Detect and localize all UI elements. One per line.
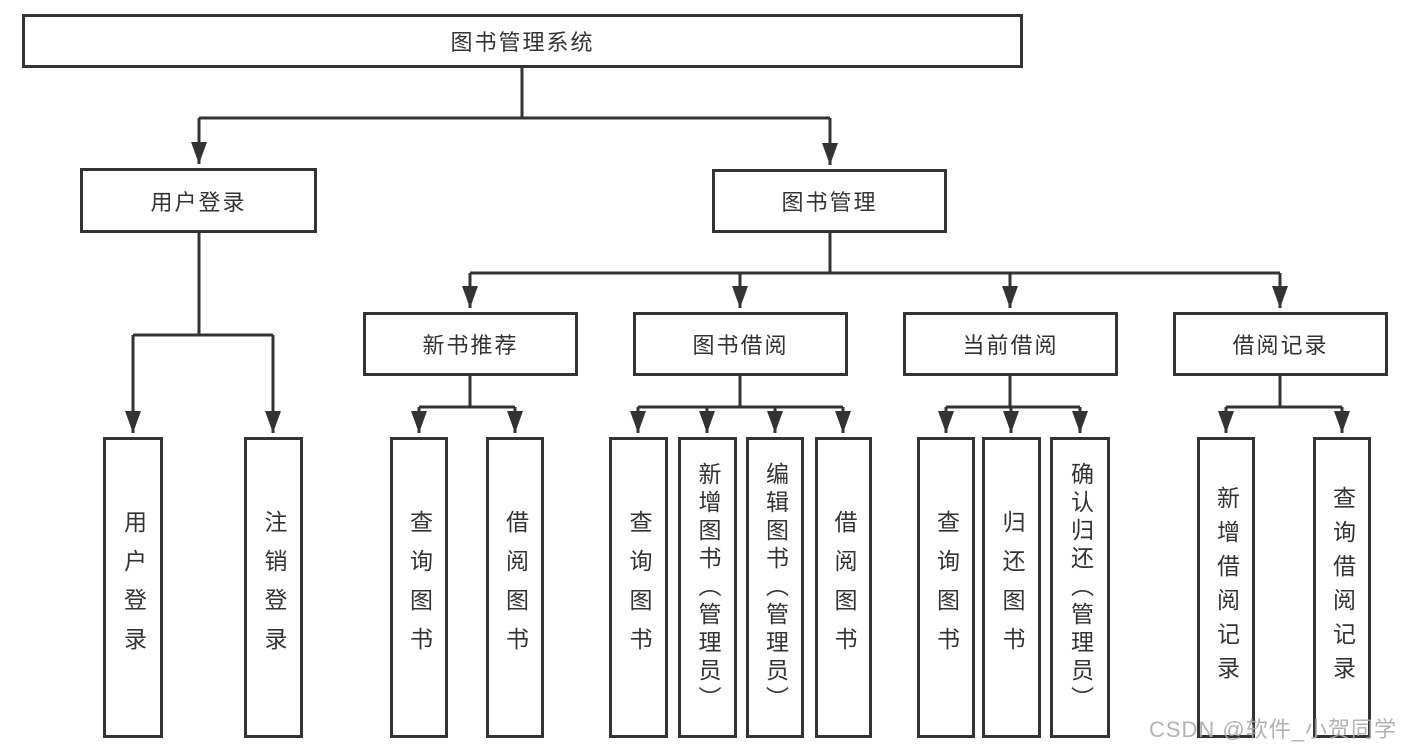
node-book-borrowing: 图书借阅	[633, 312, 848, 376]
leaf-confirm-return-admin: 确认归还（管理员）	[1050, 437, 1110, 738]
node-user-login: 用户登录	[80, 168, 317, 233]
leaf-query-borrow-record-label: 查询借阅记录	[1329, 485, 1356, 690]
node-book-management: 图书管理	[712, 169, 947, 233]
leaf-confirm-return-admin-label: 确认归还（管理员）	[1067, 461, 1094, 714]
leaf-query-books-recommend: 查询图书	[390, 437, 448, 738]
node-book-borrowing-label: 图书借阅	[692, 333, 789, 358]
node-root-system: 图书管理系统	[22, 14, 1023, 68]
leaf-borrow-books-recommend: 借阅图书	[486, 437, 544, 738]
leaf-query-books-borrow-label: 查询图书	[626, 509, 652, 666]
leaf-query-books-recommend-label: 查询图书	[406, 509, 433, 666]
leaf-borrow-books-recommend-label: 借阅图书	[502, 509, 529, 666]
node-current-borrowing-label: 当前借阅	[962, 333, 1059, 358]
node-borrowing-records: 借阅记录	[1173, 312, 1388, 376]
leaf-edit-books-admin: 编辑图书（管理员）	[746, 437, 804, 738]
leaf-query-books-current: 查询图书	[917, 437, 975, 738]
leaf-add-books-admin: 新增图书（管理员）	[678, 437, 737, 738]
node-user-login-label: 用户登录	[150, 189, 247, 215]
leaf-edit-books-admin-label: 编辑图书（管理员）	[762, 461, 789, 714]
node-new-book-recommendation-label: 新书推荐	[422, 333, 519, 358]
node-borrowing-records-label: 借阅记录	[1232, 333, 1329, 358]
leaf-query-books-borrow: 查询图书	[609, 437, 668, 738]
node-current-borrowing: 当前借阅	[903, 312, 1118, 376]
leaf-logout-label: 注销登录	[261, 509, 287, 666]
leaf-borrow-books: 借阅图书	[815, 437, 872, 738]
leaf-logout: 注销登录	[244, 437, 303, 738]
node-new-book-recommendation: 新书推荐	[363, 312, 578, 376]
leaf-return-books: 归还图书	[982, 437, 1041, 738]
leaf-query-books-current-label: 查询图书	[933, 509, 960, 666]
leaf-add-borrow-record-label: 新增借阅记录	[1213, 485, 1240, 690]
leaf-return-books-label: 归还图书	[999, 509, 1025, 666]
leaf-query-borrow-record: 查询借阅记录	[1313, 437, 1371, 738]
csdn-watermark: CSDN @软件_小贺同学	[1148, 717, 1397, 742]
node-book-management-label: 图书管理	[781, 190, 878, 215]
leaf-user-login: 用户登录	[103, 437, 163, 738]
node-root-system-label: 图书管理系统	[450, 30, 595, 55]
leaf-user-login-label: 用户登录	[120, 509, 147, 666]
leaf-add-books-admin-label: 新增图书（管理员）	[695, 461, 721, 714]
leaf-borrow-books-label: 借阅图书	[831, 509, 857, 666]
leaf-add-borrow-record: 新增借阅记录	[1197, 437, 1255, 738]
